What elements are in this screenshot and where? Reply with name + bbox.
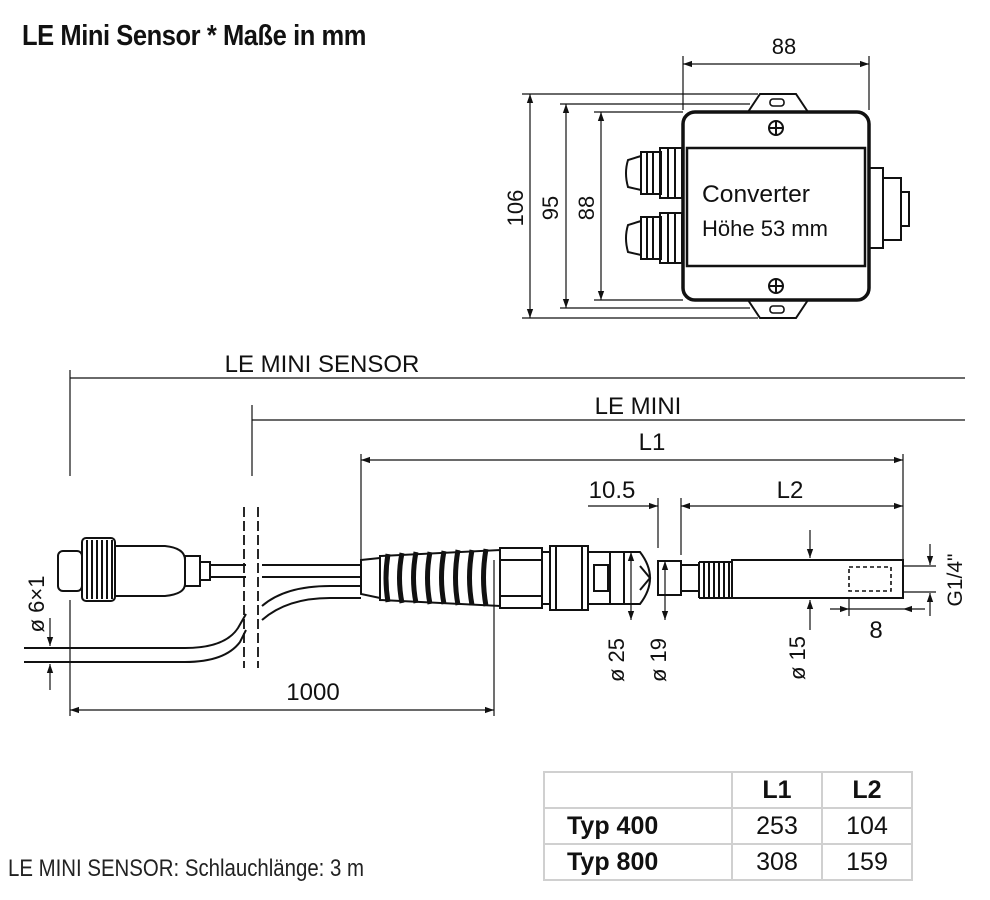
dim-10-5: 10.5 bbox=[589, 477, 636, 504]
screw-icon bbox=[768, 278, 784, 294]
table-row: Typ 400 253 104 bbox=[543, 807, 913, 845]
cable-connector-icon bbox=[57, 537, 211, 602]
table-cell-l2: 104 bbox=[821, 807, 913, 845]
dim-converter-height-95: 95 bbox=[538, 196, 563, 220]
dim-dia-19: ø 19 bbox=[646, 638, 671, 682]
dim-dia-25: ø 25 bbox=[604, 638, 629, 682]
table-cell-l1: 253 bbox=[731, 807, 823, 845]
dim-8: 8 bbox=[869, 617, 882, 644]
converter-lid bbox=[685, 146, 867, 268]
connector-icon bbox=[868, 167, 910, 249]
hex-nut bbox=[499, 545, 652, 611]
top-flange bbox=[747, 93, 809, 113]
label-le-mini-sensor: LE MINI SENSOR bbox=[225, 351, 420, 378]
bottom-flange bbox=[747, 299, 809, 319]
converter-label: Converter bbox=[702, 181, 810, 208]
converter-drawing bbox=[522, 56, 910, 319]
dim-converter-height-88: 88 bbox=[574, 196, 599, 220]
sensor-drawing bbox=[24, 370, 965, 716]
cable-gland-icon bbox=[625, 147, 683, 199]
cable-gland-icon bbox=[625, 212, 683, 264]
probe-tube bbox=[731, 559, 904, 599]
table-row-name: Typ 400 bbox=[543, 807, 733, 845]
page-title: LE Mini Sensor * Maße in mm bbox=[22, 20, 367, 52]
hose bbox=[24, 629, 247, 663]
dim-dia-15: ø 15 bbox=[785, 636, 810, 680]
strain-relief-spring bbox=[360, 548, 501, 608]
table-cell-l1: 308 bbox=[731, 843, 823, 881]
hose bbox=[24, 613, 247, 649]
table-cell-l2: 159 bbox=[821, 843, 913, 881]
dim-l2: L2 bbox=[777, 477, 804, 504]
dim-thread-g14: G1/4" bbox=[944, 554, 967, 607]
screw-icon bbox=[768, 120, 784, 136]
dim-l1: L1 bbox=[639, 429, 666, 456]
dim-converter-height-106: 106 bbox=[503, 190, 528, 227]
dim-1000: 1000 bbox=[286, 679, 339, 706]
table-header-row: L1 L2 bbox=[543, 771, 913, 809]
footnote: LE MINI SENSOR: Schlauchlänge: 3 m bbox=[8, 855, 365, 882]
table-row: Typ 800 308 159 bbox=[543, 843, 913, 881]
dim-converter-width: 88 bbox=[772, 34, 796, 59]
table-header-corner bbox=[543, 771, 733, 809]
converter-height-note: Höhe 53 mm bbox=[702, 216, 828, 241]
type-table: L1 L2 Typ 400 253 104 Typ 800 308 159 bbox=[543, 771, 913, 881]
table-header-l2: L2 bbox=[821, 771, 913, 809]
table-row-name: Typ 800 bbox=[543, 843, 733, 881]
label-le-mini: LE MINI bbox=[595, 393, 682, 420]
dim-cable-diameter: ø 6×1 bbox=[24, 576, 49, 633]
thread bbox=[680, 561, 732, 599]
probe-thread-g14 bbox=[848, 566, 892, 592]
table-header-l1: L1 bbox=[731, 771, 823, 809]
